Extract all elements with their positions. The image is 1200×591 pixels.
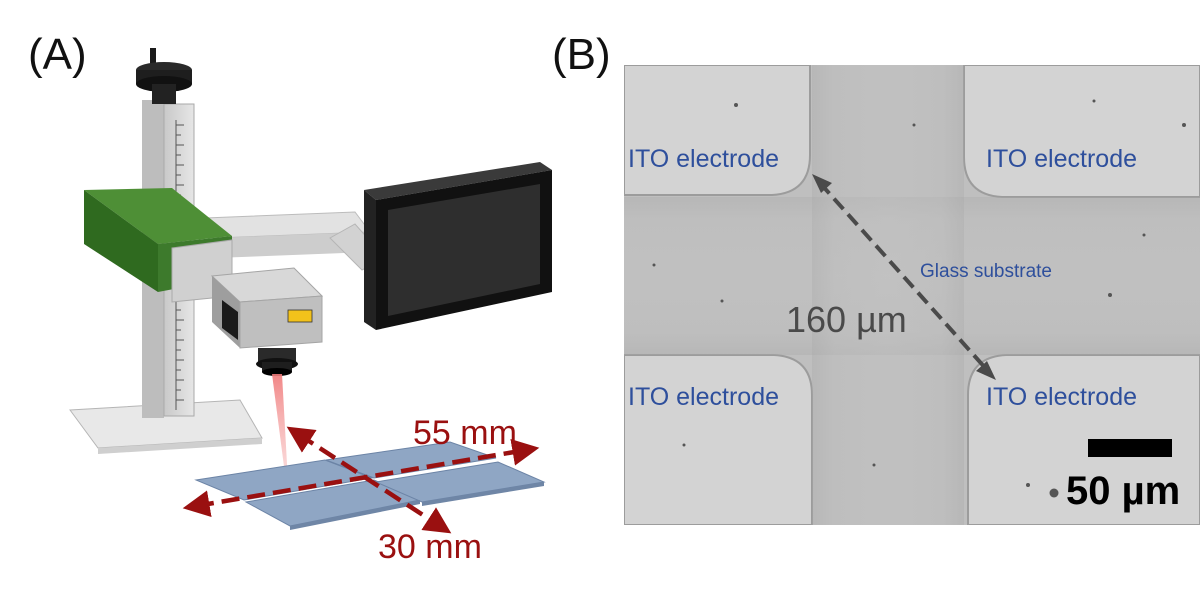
laser-machine-illustration — [69, 48, 552, 534]
laser-source-box — [84, 188, 233, 303]
scale-bar — [1088, 439, 1172, 457]
monitor — [364, 162, 552, 330]
glass-substrate-label: Glass substrate — [920, 261, 1052, 282]
electrode-label-bottom-left: ITO electrode — [628, 383, 780, 411]
electrode-label-top-left: ITO electrode — [628, 145, 780, 173]
handwheel-knob — [136, 48, 192, 104]
galvo-scan-head — [210, 267, 324, 376]
dimension-length-label: 55 mm — [413, 414, 517, 452]
panel-a-label: (A) — [28, 30, 87, 79]
gap-distance-label: 160 µm — [786, 299, 907, 340]
gap-measurement-arrow — [812, 174, 996, 380]
electrode-label-top-right: ITO electrode — [986, 145, 1138, 173]
horizontal-arm — [204, 211, 386, 271]
electrode-label-bottom-right: ITO electrode — [986, 383, 1138, 411]
micrograph-image — [624, 65, 1200, 525]
scale-bar-label: 50 µm — [1066, 469, 1181, 513]
dimension-arrows — [182, 426, 540, 534]
dimension-width-label: 30 mm — [378, 528, 482, 566]
micrograph-panel: ITO electrode ITO electrode ITO electrod… — [624, 65, 1200, 525]
dim-arrow-width — [286, 426, 452, 534]
electrode-regions — [624, 65, 1200, 525]
dust-speckles — [652, 99, 1186, 498]
panel-b-label: (B) — [552, 30, 611, 79]
